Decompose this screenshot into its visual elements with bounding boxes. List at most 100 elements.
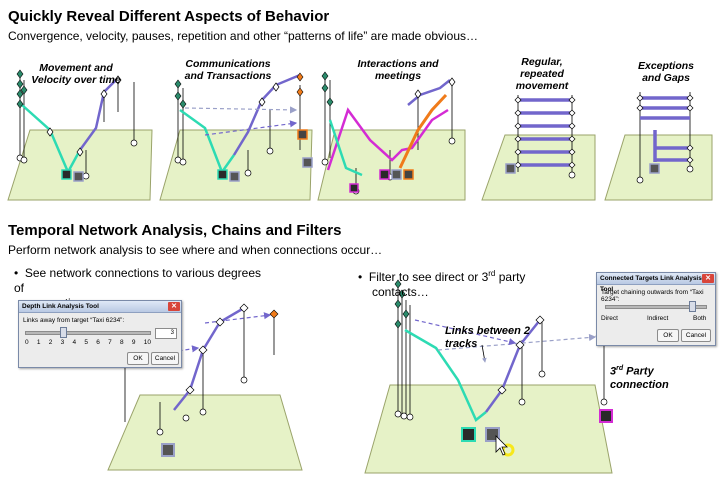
bullet-dot: • xyxy=(358,270,369,284)
track-purple xyxy=(78,77,119,151)
dialog-title: Depth Link Analysis Tool xyxy=(22,303,99,310)
ground-plane xyxy=(107,394,303,471)
bullet-dot: • xyxy=(14,266,25,280)
dialog-titlebar[interactable]: Connected Targets Link Analysis Tool ✕ xyxy=(597,273,715,293)
comm-link xyxy=(184,106,298,114)
panel-communications xyxy=(159,72,313,201)
taxi-icon xyxy=(391,169,402,180)
tick-label: 10 xyxy=(143,339,151,346)
callout-links: Links between 2 tracks xyxy=(445,325,535,351)
bullet-text: Filter to see direct or 3 xyxy=(368,270,489,284)
track-orange xyxy=(398,93,448,169)
panel-interactions xyxy=(317,71,466,201)
track-purple xyxy=(484,319,541,413)
callout-text: 3 xyxy=(610,365,617,378)
depth-slider-ticks: 0 1 2 3 4 5 6 7 8 9 10 xyxy=(25,339,151,346)
callout-text: Links between 2 xyxy=(445,325,530,337)
track-magenta xyxy=(326,107,449,171)
panel-regular-movement xyxy=(481,95,596,201)
bullet-text: contacts… xyxy=(372,285,429,299)
tick-label: 1 xyxy=(36,339,41,346)
depth-spinbox[interactable]: 3 xyxy=(155,328,177,339)
ground-plane xyxy=(7,129,153,201)
taxi-icon xyxy=(73,171,84,182)
network-figure-depth xyxy=(107,303,303,471)
close-icon[interactable]: ✕ xyxy=(702,274,714,283)
connected-targets-dialog: Connected Targets Link Analysis Tool ✕ T… xyxy=(596,272,716,346)
panel-movement-velocity xyxy=(7,69,153,201)
depth-slider-track[interactable] xyxy=(25,331,151,335)
tick-label: 6 xyxy=(96,339,100,346)
callout-text: connection xyxy=(610,378,669,391)
panel-caption: Interactions and meetings xyxy=(357,58,439,82)
ground-plane xyxy=(159,129,313,201)
taxi-icon xyxy=(302,157,313,168)
comm-link xyxy=(204,120,298,136)
tick-label: 3 xyxy=(60,339,65,346)
dialog-title: Connected Targets Link Analysis Tool xyxy=(600,275,702,293)
section-title: Temporal Network Analysis, Chains and Fi… xyxy=(8,222,342,239)
person-icon xyxy=(599,409,613,423)
section-subtitle: Perform network analysis to see where an… xyxy=(8,243,383,257)
exception-track xyxy=(640,96,690,162)
ok-button[interactable]: OK xyxy=(127,352,149,365)
slider-option-direct: Direct xyxy=(601,315,618,322)
track-teal xyxy=(404,328,487,422)
slider-option-both: Both xyxy=(693,315,707,322)
tick-label: 4 xyxy=(72,339,77,346)
callout-text: tracks xyxy=(445,338,478,350)
phone-icon xyxy=(403,169,414,180)
panel-caption: Regular, repeated movement xyxy=(515,56,569,92)
tick-label: 2 xyxy=(48,339,53,346)
bullet-sup: rd xyxy=(488,269,496,278)
tick-label: 8 xyxy=(120,339,124,346)
track-teal xyxy=(179,108,236,175)
bullet-text: party xyxy=(495,270,526,284)
panel-caption: Movement and Velocity over time xyxy=(31,62,121,86)
cancel-button[interactable]: Cancel xyxy=(151,352,179,365)
taxi-icon xyxy=(161,443,175,457)
panel-caption: Communications and Transactions xyxy=(184,58,272,82)
track-teal xyxy=(21,104,82,175)
dialog-label: Links away from target “Taxi 6234”: xyxy=(23,317,125,324)
chaining-slider-track[interactable] xyxy=(605,305,707,309)
callout-third-party: 3rd Party connection xyxy=(610,362,690,392)
person-icon xyxy=(461,427,476,442)
taxi-icon xyxy=(649,163,660,174)
person-icon xyxy=(217,169,228,180)
tick-label: 0 xyxy=(25,339,29,346)
tick-label: 5 xyxy=(84,339,88,346)
track-purple xyxy=(407,79,451,106)
repeated-track xyxy=(518,98,572,167)
person-icon xyxy=(61,169,72,180)
close-icon[interactable]: ✕ xyxy=(168,302,180,311)
depth-link-dialog: Depth Link Analysis Tool ✕ Links away fr… xyxy=(18,300,182,368)
tick-label: 7 xyxy=(108,339,112,346)
cursor-icon xyxy=(495,435,508,456)
network-figure-targets xyxy=(364,279,613,474)
person-icon xyxy=(349,183,359,193)
person-icon xyxy=(379,169,390,180)
taxi-icon xyxy=(229,171,240,182)
page-title: Quickly Reveal Different Aspects of Beha… xyxy=(8,8,330,25)
taxi-icon xyxy=(505,163,516,174)
callout-sup: rd xyxy=(616,365,624,372)
callout-text: Party xyxy=(623,365,654,378)
dialog-titlebar[interactable]: Depth Link Analysis Tool ✕ xyxy=(19,301,181,313)
dialog-label: Target chaining outwards from “Taxi 6234… xyxy=(601,289,704,303)
cancel-button[interactable]: Cancel xyxy=(681,329,711,342)
panel-caption: Exceptions and Gaps xyxy=(637,60,695,84)
ground-plane xyxy=(481,134,596,201)
bullet-text: See network connections to various degre… xyxy=(14,266,262,295)
track-teal xyxy=(328,119,363,177)
chaining-slider-thumb[interactable] xyxy=(689,301,696,312)
page-subtitle: Convergence, velocity, pauses, repetitio… xyxy=(8,29,479,43)
phone-icon xyxy=(297,129,308,140)
depth-slider-thumb[interactable] xyxy=(60,327,67,338)
ground-plane xyxy=(317,129,466,201)
tick-label: 9 xyxy=(131,339,136,346)
bullet-right: • Filter to see direct or 3rd party cont… xyxy=(358,266,588,300)
ok-button[interactable]: OK xyxy=(657,329,679,342)
panel-exceptions-gaps xyxy=(604,92,713,201)
